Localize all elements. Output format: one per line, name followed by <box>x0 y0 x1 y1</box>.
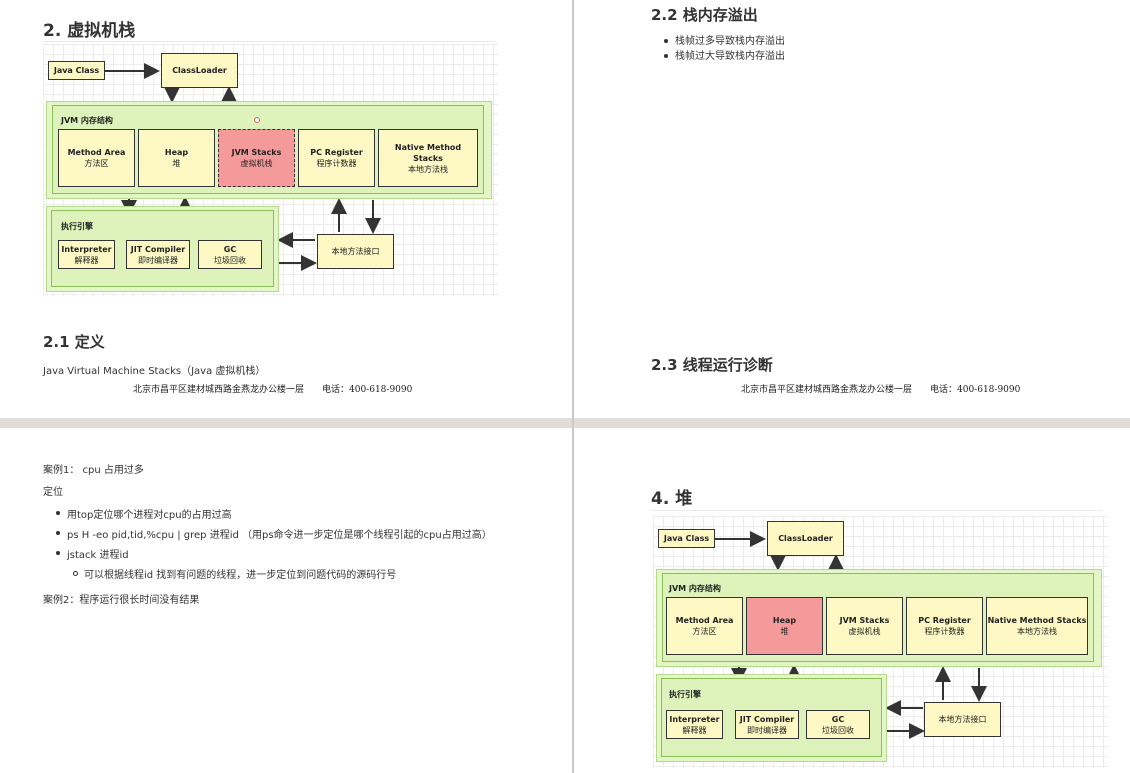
page-footer-2: 北京市昌平区建材城西路金燕龙办公楼一层 电话：400-618-9090 <box>741 385 1021 395</box>
interpreter-en: Interpreter <box>669 714 720 724</box>
definition-text: Java Virtual Machine Stacks（Java 虚拟机栈） <box>43 366 266 377</box>
interpreter-zh: 解释器 <box>74 255 99 265</box>
method-area-en: Method Area <box>67 148 126 157</box>
jvm-stacks-en: JVM Stacks <box>231 148 282 157</box>
classloader-label: ClassLoader <box>172 66 227 75</box>
locate-label: 定位 <box>43 487 63 498</box>
jvm-stacks-zh: 虚拟机栈 <box>848 627 881 636</box>
method-area-zh: 方法区 <box>692 627 717 636</box>
classloader-box: ClassLoader <box>161 53 238 88</box>
list-item: 用top定位哪个进程对cpu的占用过高 <box>52 506 492 526</box>
jit-zh: 即时编译器 <box>747 725 787 735</box>
list-item: 栈帧过多导致栈内存溢出 <box>660 34 785 49</box>
native-interface-label: 本地方法接口 <box>938 715 987 724</box>
jit-en: JIT Compiler <box>739 714 795 724</box>
engine-title: 执行引擎 <box>669 690 701 699</box>
heading-stack-overflow: 2.2 栈内存溢出 <box>651 6 758 24</box>
interpreter-en: Interpreter <box>61 244 112 254</box>
native-method-stacks-box: Native Method Stacks 本地方法栈 <box>986 597 1088 655</box>
heap-box: Heap 堆 <box>138 129 215 187</box>
engine-title: 执行引擎 <box>61 222 93 231</box>
page-1: 2. 虚拟机栈 Java Class ClassLoader JVM 内存结构 … <box>0 0 572 418</box>
jit-en: JIT Compiler <box>130 244 186 254</box>
heap-zh: 堆 <box>172 159 181 168</box>
java-class-box: Java Class <box>658 529 715 548</box>
list-item: ps H -eo pid,tid,%cpu | grep 进程id （用ps命令… <box>52 526 492 546</box>
native-stacks-en: Native Method Stacks <box>987 616 1087 625</box>
rotate-handle <box>254 117 260 123</box>
pc-register-box: PC Register 程序计数器 <box>906 597 983 655</box>
jvm-stacks-en: JVM Stacks <box>839 616 890 625</box>
pc-register-box: PC Register 程序计数器 <box>298 129 375 187</box>
method-area-en: Method Area <box>675 616 734 625</box>
page-2: 2.2 栈内存溢出 栈帧过多导致栈内存溢出 栈帧过大导致栈内存溢出 2.3 线程… <box>574 0 1130 418</box>
native-interface-label: 本地方法接口 <box>331 247 380 256</box>
heading-thread-diagnosis: 2.3 线程运行诊断 <box>651 356 773 374</box>
list-item: 栈帧过大导致栈内存溢出 <box>660 49 785 64</box>
jvm-diagram-1: Java Class ClassLoader JVM 内存结构 Method A… <box>43 44 498 296</box>
classloader-label: ClassLoader <box>778 534 833 543</box>
jvm-diagram-4: Java Class ClassLoader JVM 内存结构 Method A… <box>653 516 1108 768</box>
gc-en: GC <box>223 244 237 254</box>
pc-register-zh: 程序计数器 <box>924 627 965 636</box>
pc-register-zh: 程序计数器 <box>316 159 357 168</box>
method-area-box: Method Area 方法区 <box>666 597 743 655</box>
jvm-memory-title: JVM 内存结构 <box>61 116 113 125</box>
jit-zh: 即时编译器 <box>138 255 178 265</box>
jvm-stacks-zh: 虚拟机栈 <box>240 159 273 168</box>
heap-en: Heap <box>164 148 189 157</box>
case-1-title: 案例1： cpu 占用过多 <box>43 465 144 476</box>
gc-zh: 垃圾回收 <box>822 725 854 735</box>
page-gap-vertical <box>572 0 574 773</box>
java-class-label: Java Class <box>663 534 710 543</box>
classloader-box: ClassLoader <box>767 521 844 556</box>
pc-register-en: PC Register <box>310 148 363 157</box>
heading-rule <box>651 510 1103 511</box>
java-class-label: Java Class <box>53 66 100 75</box>
page-footer-1: 北京市昌平区建材城西路金燕龙办公楼一层 电话：400-618-9090 <box>133 385 413 395</box>
native-stacks-zh: 本地方法栈 <box>408 164 448 174</box>
native-interface-box: 本地方法接口 <box>924 702 1001 737</box>
native-stacks-en: Native Method Stacks <box>394 142 462 163</box>
page-4: 4. 堆 Java Class ClassLoader JVM 内存结构 Met… <box>574 428 1130 773</box>
heading-jvm-stacks: 2. 虚拟机栈 <box>43 21 136 41</box>
heap-box-highlighted: Heap 堆 <box>746 597 823 655</box>
locate-steps-list: 用top定位哪个进程对cpu的占用过高 ps H -eo pid,tid,%cp… <box>52 506 492 586</box>
gc-zh: 垃圾回收 <box>214 255 246 265</box>
jvm-stacks-box-highlighted: JVM Stacks 虚拟机栈 <box>218 129 295 187</box>
native-stacks-zh: 本地方法栈 <box>1017 627 1057 636</box>
heading-definition: 2.1 定义 <box>43 333 105 351</box>
method-area-zh: 方法区 <box>84 159 109 168</box>
heading-rule <box>43 41 495 42</box>
case-2-title: 案例2：程序运行很长时间没有结果 <box>43 595 200 606</box>
heading-heap: 4. 堆 <box>651 489 693 509</box>
interpreter-zh: 解释器 <box>682 725 707 735</box>
heap-en: Heap <box>772 616 797 625</box>
java-class-box: Java Class <box>48 61 105 80</box>
heap-zh: 堆 <box>780 627 789 636</box>
pc-register-en: PC Register <box>918 616 971 625</box>
page-3: 案例1： cpu 占用过多 定位 用top定位哪个进程对cpu的占用过高 ps … <box>0 428 572 773</box>
gc-en: GC <box>831 714 845 724</box>
method-area-box: Method Area 方法区 <box>58 129 135 187</box>
sub-list-item: 可以根据线程id 找到有问题的线程，进一步定位到问题代码的源码行号 <box>52 566 492 586</box>
jvm-memory-title: JVM 内存结构 <box>669 584 721 593</box>
list-item: jstack 进程id <box>52 546 492 566</box>
overflow-list: 栈帧过多导致栈内存溢出 栈帧过大导致栈内存溢出 <box>660 34 785 64</box>
jvm-stacks-box: JVM Stacks 虚拟机栈 <box>826 597 903 655</box>
page-gap-horizontal <box>0 418 1130 428</box>
native-interface-box: 本地方法接口 <box>317 234 394 269</box>
